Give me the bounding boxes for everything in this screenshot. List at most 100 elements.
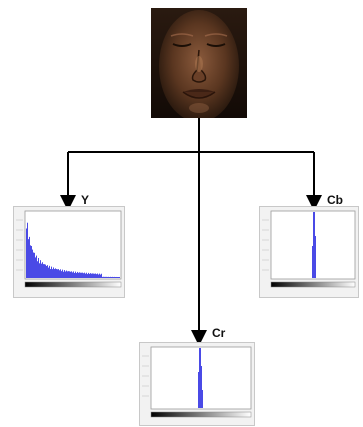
histogram-bar [68,271,69,278]
histogram-bar [29,237,30,278]
histogram-bar [70,272,71,278]
histogram-bar [84,273,85,278]
histogram-bar [90,273,91,278]
histogram-bar [42,262,43,278]
histogram-bar [51,267,52,278]
histogram-bar [36,256,37,278]
histogram-bar [58,269,59,278]
histogram-bar [103,277,104,278]
histogram-bar [76,273,77,278]
histogram-bar [71,271,72,278]
histogram-bar [74,273,75,278]
histogram-bar [48,268,49,278]
histogram-bar [75,272,76,278]
histogram-bar [32,250,33,278]
histogram-bar [92,273,93,278]
histogram-bar [31,246,32,278]
histogram-bar [109,277,110,278]
histogram-bar [80,273,81,278]
histogram-bar [79,272,80,278]
histogram-bar [95,274,96,278]
histogram-cr [139,342,255,426]
histogram-bar [110,277,111,278]
histogram-bar [65,272,66,278]
histogram-bar [96,274,97,278]
histogram-bar [61,271,62,278]
histogram-bar [112,277,113,278]
histogram-bar [59,270,60,278]
histogram-bar [101,274,102,278]
histogram-bar [37,261,38,278]
histogram-bar [83,273,84,278]
histogram-bar [38,258,39,278]
histogram-bar [46,266,47,278]
histogram-bar [72,272,73,278]
histogram-bar [64,270,65,278]
histogram-bar [50,269,51,278]
histogram-bar [93,274,94,278]
label-cb: Cb [327,193,343,207]
histogram-cb [259,206,359,298]
histogram-bar [88,273,89,278]
histogram-bar [33,252,34,278]
histogram-bar [78,273,79,278]
label-cr: Cr [212,326,225,340]
histogram-bar [100,275,101,278]
histogram-bar [113,277,114,278]
histogram-bar [26,229,27,279]
histogram-bar [67,271,68,278]
histogram-bar [44,264,45,278]
histogram-bar [55,268,56,278]
histogram-bar [57,269,58,278]
histogram-bar [54,269,55,278]
histogram-bar [73,271,74,278]
histogram-bar [102,277,103,278]
histogram-bar [104,277,105,278]
histogram-y [13,206,125,298]
histogram-bar [115,277,116,278]
histogram-bar [53,267,54,278]
histogram-bar [98,275,99,278]
histogram-bar [105,277,106,278]
histogram-bar [39,263,40,278]
histogram-bar [82,273,83,278]
histogram-bar [66,271,67,278]
histogram-bar [62,270,63,278]
histogram-bar [119,277,120,278]
histogram-bar [30,245,31,278]
histogram-bar [69,271,70,278]
histogram-bar [91,274,92,278]
histogram-bar [94,274,95,278]
histogram-bar [35,257,36,278]
histogram-bar [81,273,82,278]
histogram-bar [63,272,64,278]
histogram-bar [117,277,118,278]
histogram-bar [116,277,117,278]
label-y: Y [81,193,89,207]
histogram-bar [87,274,88,278]
histogram-bar [41,264,42,278]
histogram-bar [99,274,100,278]
histogram-bar [45,265,46,278]
histogram-bar [107,277,108,278]
histogram-bar [34,253,35,278]
histogram-bar [114,277,115,278]
histogram-bar [111,277,112,278]
histogram-bar [97,274,98,278]
histogram-bar [108,277,109,278]
histogram-bar [40,260,41,278]
histogram-bar [77,272,78,278]
histogram-bar [85,274,86,278]
histogram-bar [89,274,90,278]
histogram-bar [49,266,50,278]
histogram-bar [106,277,107,278]
histogram-bar [86,273,87,278]
histogram-bar [118,277,119,278]
histogram-bar [27,223,28,278]
histogram-bar [60,269,61,278]
histogram-bar [43,264,44,278]
histogram-bar [52,269,53,278]
face-portrait-image [151,8,247,118]
histogram-bar [56,269,57,278]
histogram-bar [47,265,48,278]
